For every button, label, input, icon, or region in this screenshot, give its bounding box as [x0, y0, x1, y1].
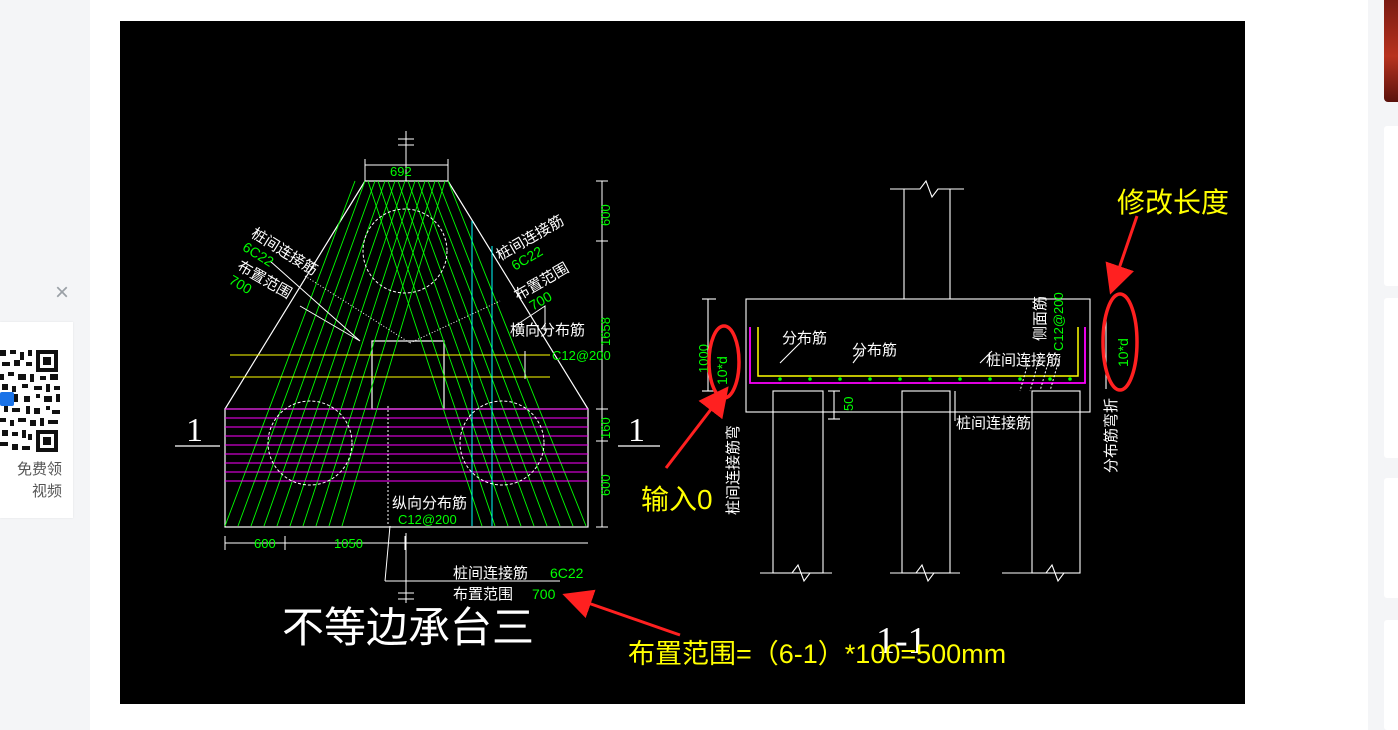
right-card[interactable]: [1384, 126, 1398, 286]
plan-title: 不等边承台三: [282, 606, 534, 652]
label-bottom-range: 布置范围: [453, 586, 513, 603]
annotations: 修改长度 输入0 布置范围=（6-1）*100=500mm: [562, 187, 1229, 669]
label-longitudinal-spec: C12@200: [398, 512, 457, 527]
section-dist2: 分布筋: [852, 342, 897, 359]
green-rebar-right: [367, 180, 587, 527]
annotation-modify-length: 修改长度: [1117, 187, 1229, 218]
dim-bottom-mid: 1050: [334, 536, 363, 551]
section-mark-right: 1: [628, 412, 645, 449]
section-rebar: [749, 327, 1086, 392]
label-bottom-range-val: 700: [532, 586, 556, 602]
dim-right-top: 600: [598, 204, 613, 226]
pile-circles: [267, 208, 545, 486]
left-vertical-label: 桩间连接筋弯: [725, 425, 742, 515]
section-pile-bar-top: 桩间连接筋: [986, 352, 1061, 369]
left-hook-length: 10*d: [714, 356, 730, 385]
dimension-lines: [224, 159, 608, 582]
qr-promo-text: 免费领: [16, 461, 62, 478]
dim-height: 1000: [696, 344, 711, 373]
yellow-transverse-bars: [230, 354, 550, 378]
annotation-input-zero: 输入0: [641, 484, 713, 515]
green-rebar-left: [224, 180, 446, 527]
magenta-distribution-bars: [225, 408, 588, 482]
dim-right-mid: 1658: [598, 317, 613, 346]
dim-bottom-left: 600: [254, 536, 276, 551]
section-outline: [702, 179, 1107, 583]
vertical-rebar-marks: [387, 131, 414, 603]
right-card[interactable]: [1384, 478, 1398, 598]
cad-drawing-image: 1 1 692 600 1658 160 600 600 1050 桩间连接筋 …: [120, 21, 1245, 704]
side-bar-spec: C12@200: [1051, 292, 1066, 351]
annotation-formula: 布置范围=（6-1）*100=500mm: [628, 639, 1006, 669]
dim-50: 50: [841, 397, 856, 411]
cyan-line: [471, 221, 493, 526]
dim-right-bottom: 600: [598, 474, 613, 496]
label-longitudinal: 纵向分布筋: [392, 495, 467, 512]
qr-code-icon: [0, 334, 62, 458]
right-thumbnail[interactable]: [1384, 0, 1398, 102]
section-dist1: 分布筋: [782, 330, 827, 347]
right-card[interactable]: [1384, 620, 1398, 730]
label-bottom-bar-spec: 6C22: [550, 565, 584, 581]
side-bar-label: 侧面筋: [1032, 296, 1049, 341]
label-transverse: 横向分布筋: [510, 322, 585, 339]
label-transverse-spec: C12@200: [552, 348, 611, 363]
plan-view: 1 1 692 600 1658 160 600 600 1050 桩间连接筋 …: [175, 131, 660, 652]
qr-promo-card[interactable]: 免费领 视频: [0, 322, 73, 518]
section-mark-left: 1: [186, 412, 203, 449]
dim-top-width: 692: [390, 164, 412, 179]
right-hook-length: 10*d: [1115, 338, 1131, 367]
right-card[interactable]: [1384, 298, 1398, 458]
section-view: 1000 50 10*d 桩间连接筋弯 10*d 分布筋弯折 侧面筋 C12@2…: [696, 179, 1131, 662]
section-title: 1-1: [876, 620, 927, 662]
dim-right-160: 160: [598, 417, 613, 439]
qr-promo-text: 视频: [31, 483, 62, 500]
section-pile-bar-bottom: 桩间连接筋: [956, 415, 1031, 432]
right-vertical-label: 分布筋弯折: [1103, 398, 1120, 473]
label-bottom-bar: 桩间连接筋: [453, 565, 528, 582]
close-icon[interactable]: ×: [54, 279, 69, 306]
